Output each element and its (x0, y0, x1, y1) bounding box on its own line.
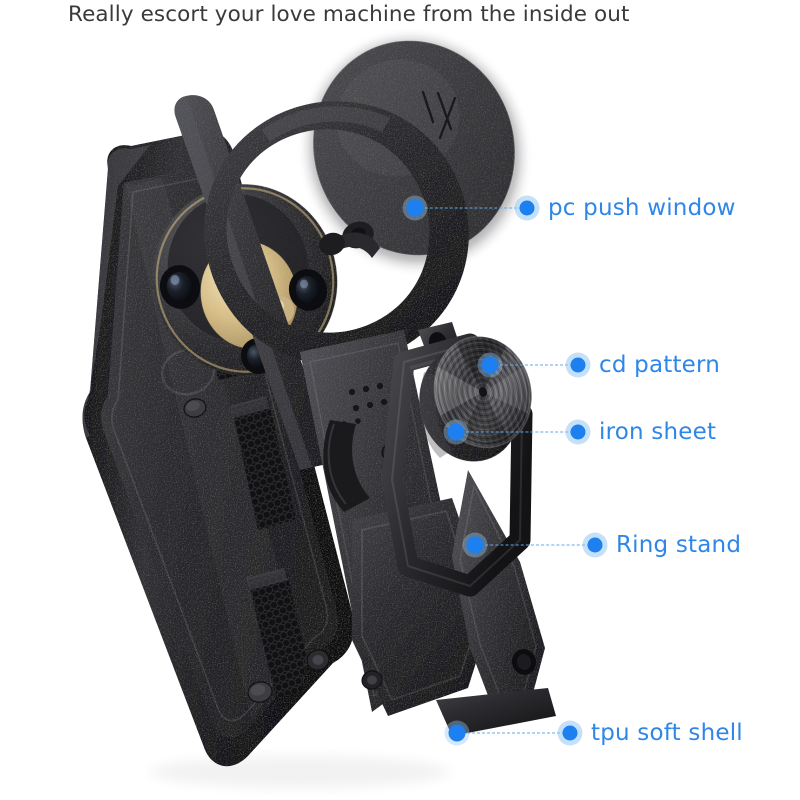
callout-label-pc-push-window: pc push window (548, 195, 736, 221)
label-dot-iron-sheet[interactable] (570, 424, 586, 440)
label-dot-ring-stand[interactable] (587, 537, 603, 553)
lead-line-iron-sheet (456, 431, 578, 433)
page-title: Really escort your love machine from the… (68, 2, 630, 27)
anchor-dot-ring-stand[interactable] (466, 536, 484, 554)
callout-label-ring-stand: Ring stand (616, 532, 742, 558)
callout-label-cd-pattern: cd pattern (599, 352, 721, 378)
window-grip-lines (421, 90, 457, 140)
callout-label-iron-sheet: iron sheet (599, 419, 717, 445)
anchor-dot-tpu-soft-shell[interactable] (448, 724, 466, 742)
lead-line-ring-stand (475, 544, 595, 546)
case-buttons (183, 398, 273, 703)
anchor-dot-iron-sheet[interactable] (447, 423, 465, 441)
lead-line-pc-push-window (415, 207, 527, 209)
callout-label-tpu-soft-shell: tpu soft shell (591, 720, 743, 746)
port-cutouts (148, 672, 169, 710)
lead-line-cd-pattern (490, 364, 578, 366)
label-dot-tpu-soft-shell[interactable] (562, 725, 578, 741)
anchor-dot-cd-pattern[interactable] (481, 356, 499, 374)
label-dot-pc-push-window[interactable] (519, 200, 535, 216)
armor-frame (174, 95, 556, 736)
cd-pattern-disc (419, 332, 537, 462)
label-dot-cd-pattern[interactable] (570, 357, 586, 373)
lead-line-tpu-soft-shell (457, 732, 570, 734)
anchor-dot-pc-push-window[interactable] (406, 199, 424, 217)
